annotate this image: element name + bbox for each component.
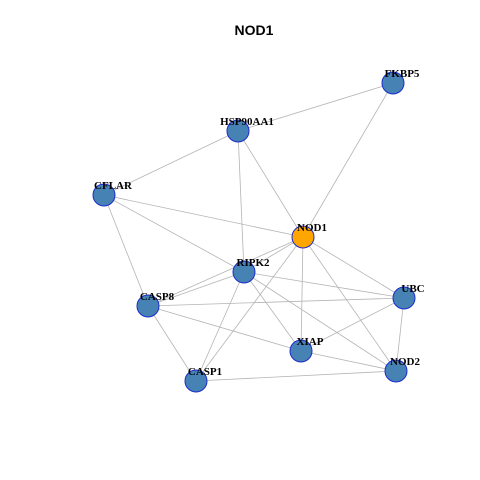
- edge-fkbp5-hsp90aa1: [237, 82, 394, 132]
- node-nod2[interactable]: [384, 359, 408, 383]
- edge-nod1-xiap: [300, 236, 304, 352]
- node-cflar[interactable]: [92, 183, 116, 207]
- edge-ripk2-casp1: [195, 271, 245, 382]
- edge-casp8-xiap: [147, 305, 302, 352]
- edge-nod1-nod2: [302, 236, 397, 372]
- edge-ripk2-nod2: [243, 271, 397, 372]
- node-ripk2[interactable]: [232, 260, 256, 284]
- edge-xiap-nod2: [300, 350, 397, 372]
- edge-fkbp5-nod1: [302, 82, 394, 238]
- node-label-cflar: CFLAR: [94, 180, 133, 192]
- edge-hsp90aa1-cflar: [103, 130, 239, 196]
- edge-nod1-casp1: [195, 236, 304, 382]
- node-xiap[interactable]: [289, 339, 313, 363]
- node-label-nod1: NOD1: [297, 222, 327, 234]
- node-label-nod2: NOD2: [390, 356, 420, 368]
- node-label-xiap: XIAP: [297, 336, 324, 348]
- edge-ubc-xiap: [300, 297, 405, 352]
- edge-hsp90aa1-ripk2: [237, 130, 245, 273]
- node-casp1[interactable]: [184, 369, 208, 393]
- edge-ripk2-xiap: [243, 271, 302, 352]
- node-casp8[interactable]: [136, 294, 160, 318]
- node-ubc[interactable]: [392, 286, 416, 310]
- edge-nod1-ubc: [302, 236, 405, 299]
- edge-cflar-ripk2: [103, 194, 245, 273]
- node-label-casp1: CASP1: [188, 366, 222, 378]
- edge-cflar-nod1: [103, 194, 304, 238]
- node-label-fkbp5: FKBP5: [385, 68, 420, 80]
- node-layer: [92, 71, 416, 393]
- edge-ubc-nod2: [395, 297, 405, 372]
- edge-casp8-ubc: [147, 297, 405, 307]
- edge-ripk2-ubc: [243, 271, 405, 299]
- edge-hsp90aa1-nod1: [237, 130, 304, 238]
- node-label-casp8: CASP8: [140, 291, 175, 303]
- node-fkbp5[interactable]: [381, 71, 405, 95]
- node-label-ubc: UBC: [401, 283, 424, 295]
- edge-casp8-casp1: [147, 305, 197, 382]
- edge-nod1-casp8: [147, 236, 304, 307]
- diagram-title: NOD1: [235, 22, 274, 38]
- node-hsp90aa1[interactable]: [226, 119, 250, 143]
- edge-cflar-casp8: [103, 194, 149, 307]
- edge-casp1-nod2: [195, 370, 397, 382]
- node-label-hsp90aa1: HSP90AA1: [220, 116, 274, 128]
- node-label-ripk2: RIPK2: [237, 257, 271, 269]
- edge-ripk2-casp8: [147, 271, 245, 307]
- node-nod1[interactable]: [291, 225, 315, 249]
